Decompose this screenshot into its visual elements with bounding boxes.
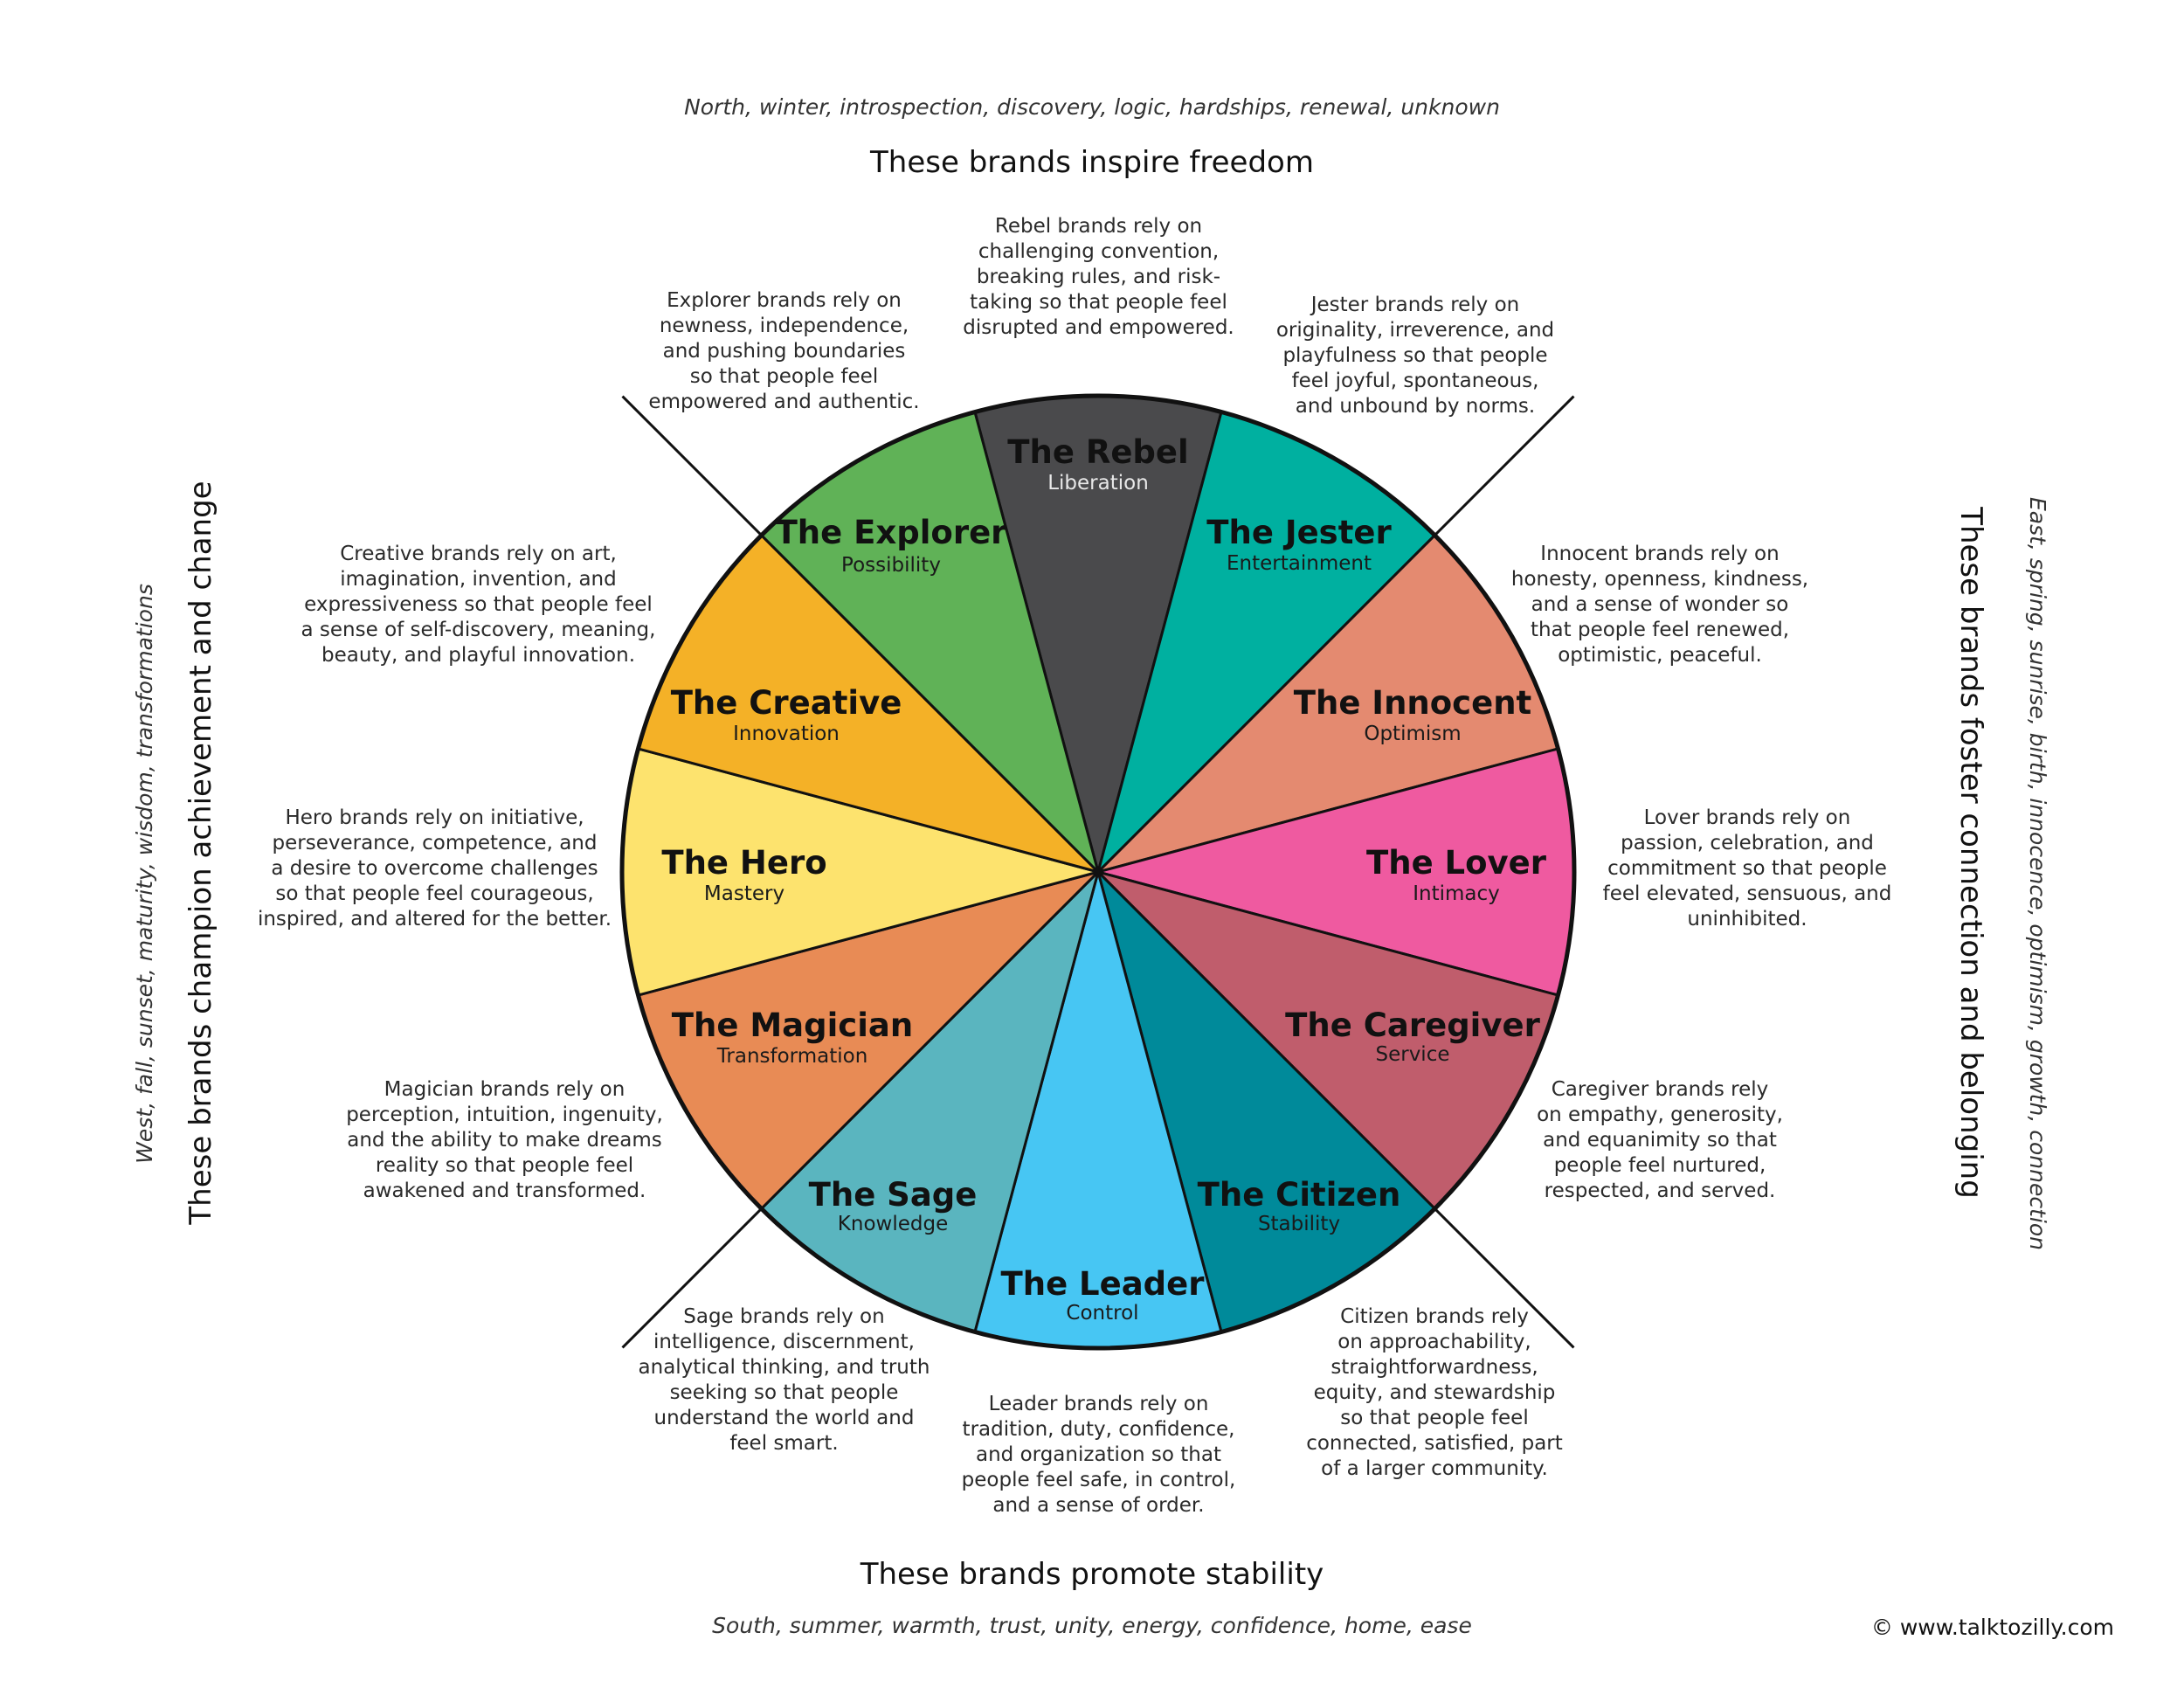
archetype-name-lover: The Lover [1366, 844, 1547, 882]
archetype-trait-hero: Mastery [704, 882, 784, 905]
archetype-trait-caregiver: Service [1375, 1043, 1449, 1066]
archetype-name-caregiver: The Caregiver [1285, 1007, 1540, 1044]
description-citizen: Citizen brands rely on approachability, … [1306, 1305, 1563, 1480]
description-lover: Lover brands rely on passion, celebratio… [1602, 806, 1892, 930]
archetype-name-innocent: The Innocent [1294, 684, 1531, 722]
description-creative: Creative brands rely on art, imagination… [301, 543, 656, 667]
archetype-name-citizen: The Citizen [1198, 1176, 1401, 1214]
south-title: These brands promote stability [860, 1557, 1324, 1592]
archetype-trait-citizen: Stability [1258, 1213, 1340, 1235]
website-credit: © www.talktozilly.com [1870, 1615, 2114, 1640]
archetype-trait-magician: Transformation [716, 1045, 868, 1068]
archetype-trait-innocent: Optimism [1364, 723, 1461, 745]
west-title: These brands champion achievement and ch… [183, 481, 218, 1225]
archetype-name-explorer: The Explorer [776, 514, 1008, 551]
description-leader: Leader brands rely on tradition, duty, c… [961, 1393, 1236, 1517]
description-sage: Sage brands rely on intelligence, discer… [638, 1305, 930, 1455]
description-magician: Magician brands rely on perception, intu… [346, 1078, 663, 1202]
east-title: These brands foster connection and belon… [1953, 507, 1988, 1199]
archetype-name-leader: The Leader [1000, 1265, 1205, 1303]
east-subtitle: East, spring, sunrise, birth, innocence,… [2025, 496, 2050, 1251]
archetype-trait-rebel: Liberation [1047, 472, 1149, 495]
archetype-trait-sage: Knowledge [838, 1213, 948, 1235]
description-explorer: Explorer brands rely on newness, indepen… [648, 289, 920, 413]
wheel-segments [620, 394, 1576, 1350]
description-jester: Jester brands rely on originality, irrev… [1275, 294, 1555, 418]
archetype-trait-creative: Innovation [733, 723, 840, 745]
north-title: These brands inspire freedom [870, 145, 1314, 180]
archetype-name-rebel: The Rebel [1007, 433, 1188, 471]
south-subtitle: South, summer, warmth, trust, unity, ene… [712, 1613, 1472, 1638]
north-subtitle: North, winter, introspection, discovery,… [684, 94, 1500, 120]
archetype-name-sage: The Sage [809, 1176, 978, 1214]
archetype-trait-leader: Control [1066, 1302, 1138, 1325]
archetype-name-hero: The Hero [661, 844, 826, 882]
description-caregiver: Caregiver brands rely on empathy, genero… [1537, 1078, 1783, 1202]
description-rebel: Rebel brands rely on challenging convent… [963, 215, 1234, 339]
description-hero: Hero brands rely on initiative, persever… [257, 806, 612, 930]
archetype-name-creative: The Creative [671, 684, 902, 722]
wheel-rim [619, 393, 1577, 1351]
archetype-trait-jester: Entertainment [1227, 552, 1372, 575]
archetype-trait-explorer: Possibility [841, 554, 941, 577]
description-innocent: Innocent brands rely on honesty, opennes… [1510, 543, 1809, 667]
archetype-trait-lover: Intimacy [1413, 882, 1500, 905]
archetype-name-magician: The Magician [672, 1007, 913, 1044]
west-subtitle: West, fall, sunset, maturity, wisdom, tr… [132, 584, 157, 1164]
archetype-name-jester: The Jester [1206, 514, 1392, 551]
